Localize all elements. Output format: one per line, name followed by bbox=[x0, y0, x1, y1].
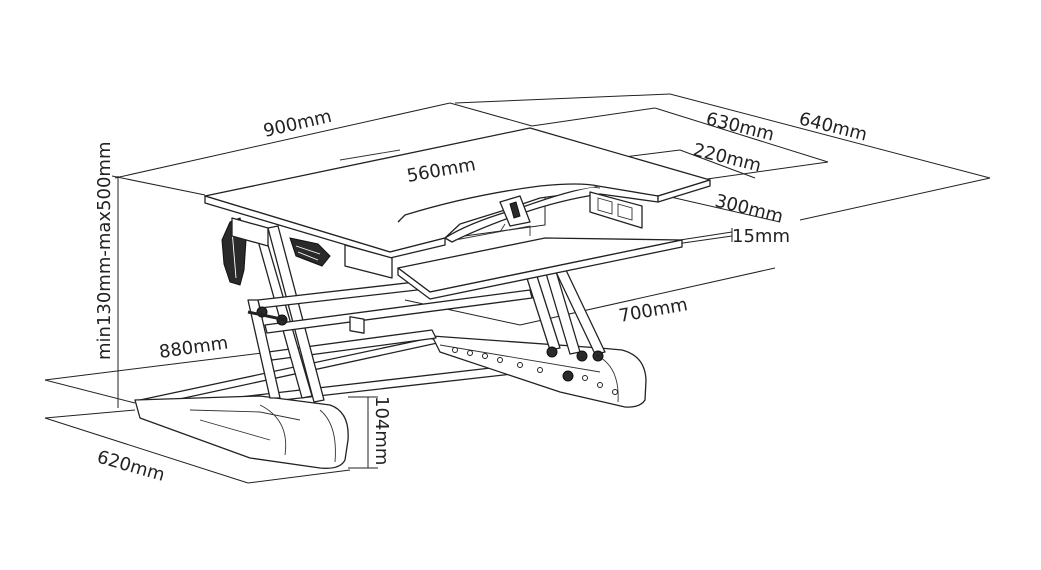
label-base-depth: 620mm bbox=[95, 447, 168, 486]
base-frame bbox=[134, 329, 647, 469]
label-thickness: 15mm bbox=[732, 226, 790, 247]
label-depth-outer: 640mm bbox=[797, 108, 869, 145]
base-plate-holes bbox=[452, 347, 618, 395]
label-base-height: 104mm bbox=[371, 396, 392, 465]
label-height-range: min130mm-max500mm bbox=[94, 141, 115, 360]
label-top-width: 900mm bbox=[261, 106, 333, 142]
label-depth-mid: 630mm bbox=[704, 108, 776, 145]
top-work-surface bbox=[204, 127, 711, 334]
keyboard-tray bbox=[397, 195, 683, 300]
label-keyboard-depth: 220mm bbox=[691, 139, 763, 176]
label-keyboard-width: 700mm bbox=[617, 294, 689, 327]
label-tray-depth: 300mm bbox=[713, 190, 785, 227]
release-lever bbox=[289, 237, 331, 267]
